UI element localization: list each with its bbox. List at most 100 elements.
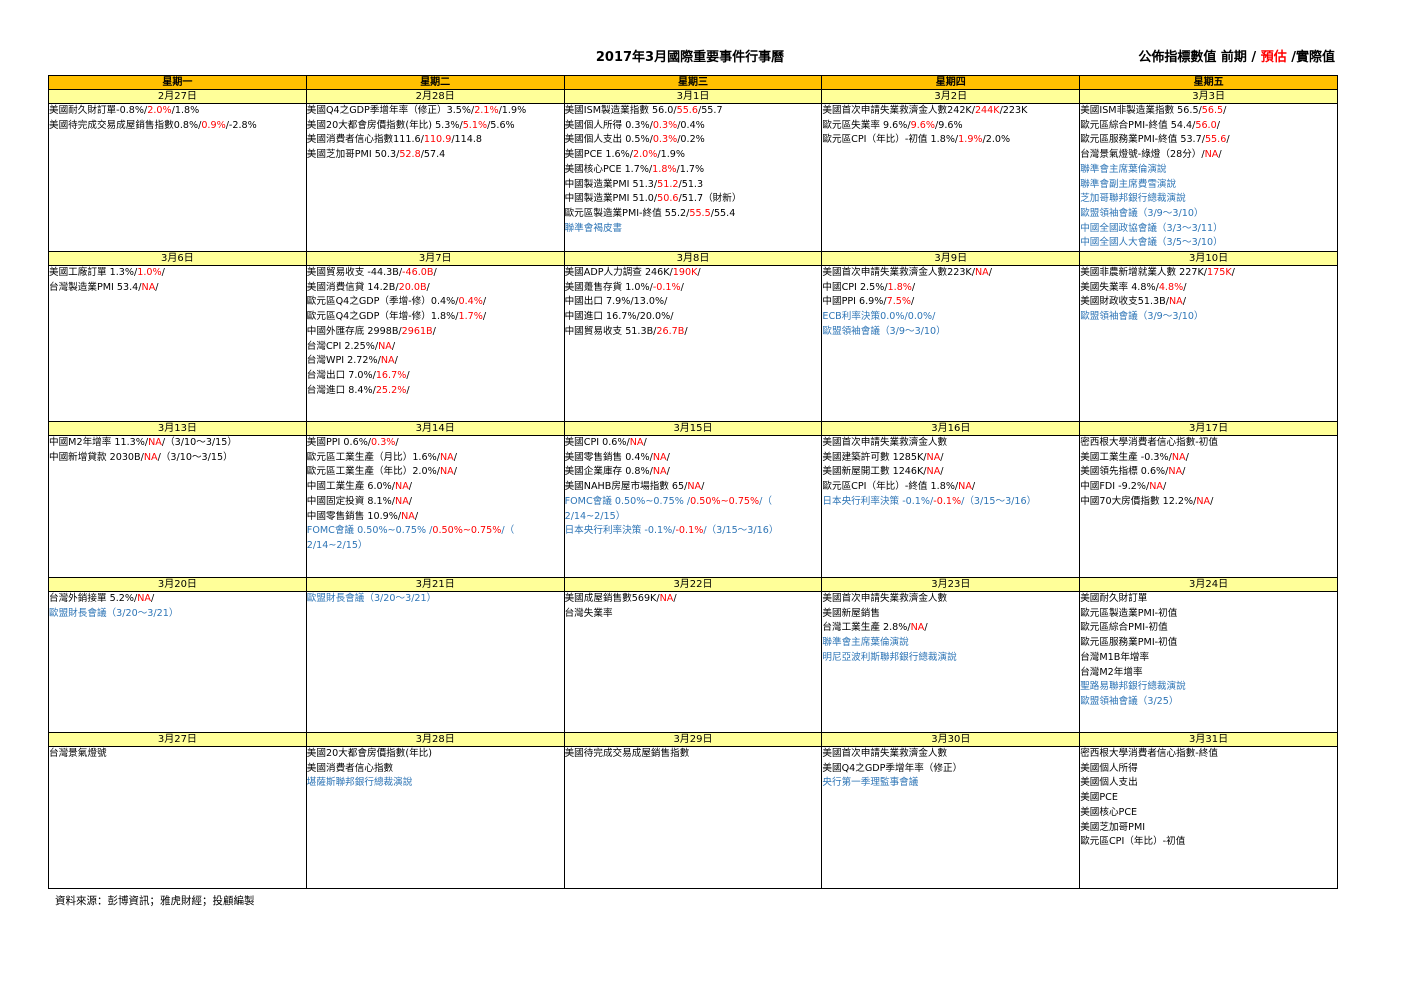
event-text: 2/14~2/15） (306, 539, 368, 551)
estimate-value: 55.5 (689, 207, 711, 219)
indicator-text: 美國首次申請失業救濟金人數 (822, 593, 948, 605)
estimate-value: 0.50%~0.75% (690, 495, 760, 507)
day-date: 3月24日 (1079, 577, 1338, 593)
event-text: 聖路易聯邦銀行總裁演說 (1080, 681, 1186, 693)
indicator-text: 美國新屋銷售 (822, 607, 880, 619)
indicator-text: 美國耐久財訂單-0.8%/ (49, 105, 148, 116)
indicator-text: 美國工業生產 -0.3%/ (1080, 451, 1172, 463)
event-item: 中國製造業PMI 51.0/50.6/51.7（財新） (565, 192, 821, 207)
indicator-text: 台灣外銷接單 5.2%/ (49, 593, 138, 605)
indicator-text: 密西根大學消費者信心指數-終值 (1080, 748, 1218, 760)
event-item: 美國非農新增就業人數 227K/175K/ (1081, 267, 1337, 281)
indicator-text: 歐元區失業率 9.6%/ (822, 119, 911, 131)
event-item: 央行第一季理監事會議 (823, 776, 1079, 791)
events-row: 台灣外銷接單 5.2%/NA/歐盟財長會議（3/20～3/21）歐盟財長會議（3… (48, 591, 1338, 734)
day-events: 美國首次申請失業救濟金人數美國新屋銷售台灣工業生產 2.8%/NA/聯準會主席葉… (821, 591, 1081, 734)
estimate-value: NA (439, 466, 454, 478)
indicator-text: / (426, 281, 430, 293)
event-item: 美國首次申請失業救濟金人數 (822, 593, 1079, 607)
indicator-text: 歐元區綜合PMI-初值 (1080, 622, 1168, 634)
weekday-header: 星期三 (563, 75, 823, 90)
indicator-text: 美國PPI 0.6%/ (306, 437, 372, 449)
events-row: 美國耐久財訂單-0.8%/2.0%/1.8%美國待完成交易成屋銷售指數0.8%/… (48, 102, 1338, 253)
event-item: 歐盟領袖會議（3/25） (1081, 695, 1337, 710)
estimate-value: 1.8% (887, 281, 912, 293)
indicator-text: / (150, 593, 155, 605)
indicator-text: / (453, 466, 457, 478)
day-date: 2月27日 (48, 89, 307, 104)
event-item: 美國消費者信心指數111.6/110.9/114.8 (307, 133, 563, 148)
estimate-value: -0.1% (933, 495, 962, 507)
indicator-text: 美國首次申請失業救濟金人數242K/ (822, 105, 975, 116)
event-item: FOMC會議 0.50%~0.75% /0.50%~0.75%/（ (564, 495, 821, 510)
weekday-header: 星期一 (48, 75, 307, 90)
event-item: 中國M2年增率 11.3%/NA/（3/10～3/15） (49, 437, 305, 451)
event-item: 歐元區服務業PMI-終值 53.7/55.6/ (1081, 133, 1337, 148)
indicator-text: / (666, 451, 670, 463)
indicator-text: /55.4 (710, 207, 736, 219)
event-item: 美國企業庫存 0.8%/NA/ (565, 465, 821, 480)
event-item: 台灣外銷接單 5.2%/NA/ (49, 593, 305, 607)
indicator-text: / (643, 437, 647, 449)
day-events: 歐盟財長會議（3/20～3/21） (305, 591, 565, 734)
estimate-value: NA (137, 593, 151, 605)
event-text: 聯準會主席葉倫演說 (1080, 163, 1167, 175)
day-date: 3月20日 (48, 577, 307, 593)
indicator-text: 美國NAHB房屋市場指數 65/ (564, 481, 688, 493)
day-events: 美國耐久財訂單-0.8%/2.0%/1.8%美國待完成交易成屋銷售指數0.8%/… (48, 102, 307, 253)
indicator-text: / (1210, 495, 1214, 507)
event-text: FOMC會議 0.50%~0.75% / (564, 495, 691, 507)
indicator-text: / (432, 325, 436, 337)
indicator-text: 美國ISM製造業指數 56.0/ (564, 105, 677, 116)
estimate-value: 1.7% (458, 311, 483, 323)
estimate-value: NA (439, 451, 454, 463)
indicator-text: /57.4 (420, 149, 446, 161)
indicator-text: 中國PPI 6.9%/ (822, 296, 887, 308)
indicator-text: / (1185, 451, 1189, 463)
event-text: /（ (501, 525, 515, 537)
event-text: ECB利率決策0.0%/0.0%/ (822, 311, 936, 323)
indicator-text: 歐元區Q4之GDP（季增-修）0.4%/ (306, 296, 459, 308)
indicator-text: 美國核心PCE 1.7%/ (564, 163, 653, 175)
estimate-value: NA (910, 622, 925, 634)
indicator-text: / (453, 451, 457, 463)
indicator-text: 美國財政收支51.3B/ (1080, 296, 1169, 308)
event-item: 歐元區工業生產（月比）1.6%/NA/ (307, 451, 563, 466)
event-item: 日本央行利率決策 -0.1%/-0.1%/（3/15～3/16） (823, 495, 1079, 510)
indicator-text: / (940, 466, 944, 478)
event-item: 歐元區CPI（年比）-初值 (1081, 835, 1337, 850)
estimate-value: NA (926, 466, 941, 478)
estimate-value: 26.7B (656, 325, 685, 337)
event-item: 歐元區製造業PMI-終值 55.2/55.5/55.4 (565, 207, 821, 222)
indicator-text: 美國20大都會房價指數(年比) (306, 748, 433, 760)
day-events: 美國20大都會房價指數(年比)美國消費者信心指數堪薩斯聯邦銀行總裁演說 (305, 746, 565, 890)
estimate-value: NA (1171, 451, 1186, 463)
event-item: 美國核心PCE (1081, 806, 1337, 821)
estimate-value: 25.2% (375, 384, 407, 396)
event-item: 美國失業率 4.8%/4.8%/ (1081, 281, 1337, 296)
indicator-text: / (666, 466, 670, 478)
day-events: 美國非農新增就業人數 227K/175K/美國失業率 4.8%/4.8%/美國財… (1079, 265, 1338, 423)
weekday-header-row: 星期一 星期二 星期三 星期四 星期五 (48, 75, 1338, 90)
day-date: 3月3日 (1079, 89, 1338, 104)
event-item: 歐元區綜合PMI-終值 54.4/56.0/ (1081, 119, 1337, 134)
indicator-text: 美國芝加哥PMI (1080, 821, 1146, 833)
event-item: ECB利率決策0.0%/0.0%/ (822, 310, 1079, 325)
indicator-text: 中國零售銷售 10.9%/ (306, 510, 402, 522)
indicator-text: 歐元區Q4之GDP（年增-修）1.8%/ (306, 311, 459, 323)
event-item: 美國NAHB房屋市場指數 65/NA/ (564, 480, 821, 495)
event-item: 芝加哥聯邦銀行總裁演說 (1081, 192, 1337, 207)
event-item: 美國ISM製造業指數 56.0/55.6/55.7 (564, 105, 821, 119)
event-text: 聯準會主席葉倫演說 (822, 637, 909, 649)
event-item: 中國進口 16.7%/20.0%/ (565, 310, 821, 325)
indicator-text: 歐元區工業生產（年比）2.0%/ (306, 466, 440, 478)
indicator-text: 中國M2年增率 11.3%/ (49, 437, 149, 449)
events-row: 台灣景氣燈號美國20大都會房價指數(年比)美國消費者信心指數堪薩斯聯邦銀行總裁演… (48, 746, 1338, 890)
indicator-text: 歐元區CPI（年比）-初值 1.8%/ (822, 134, 959, 146)
event-item: 2/14~2/15） (306, 539, 563, 554)
day-date: 3月7日 (305, 251, 565, 267)
event-item: 歐盟領袖會議（3/9～3/10） (1081, 310, 1337, 325)
